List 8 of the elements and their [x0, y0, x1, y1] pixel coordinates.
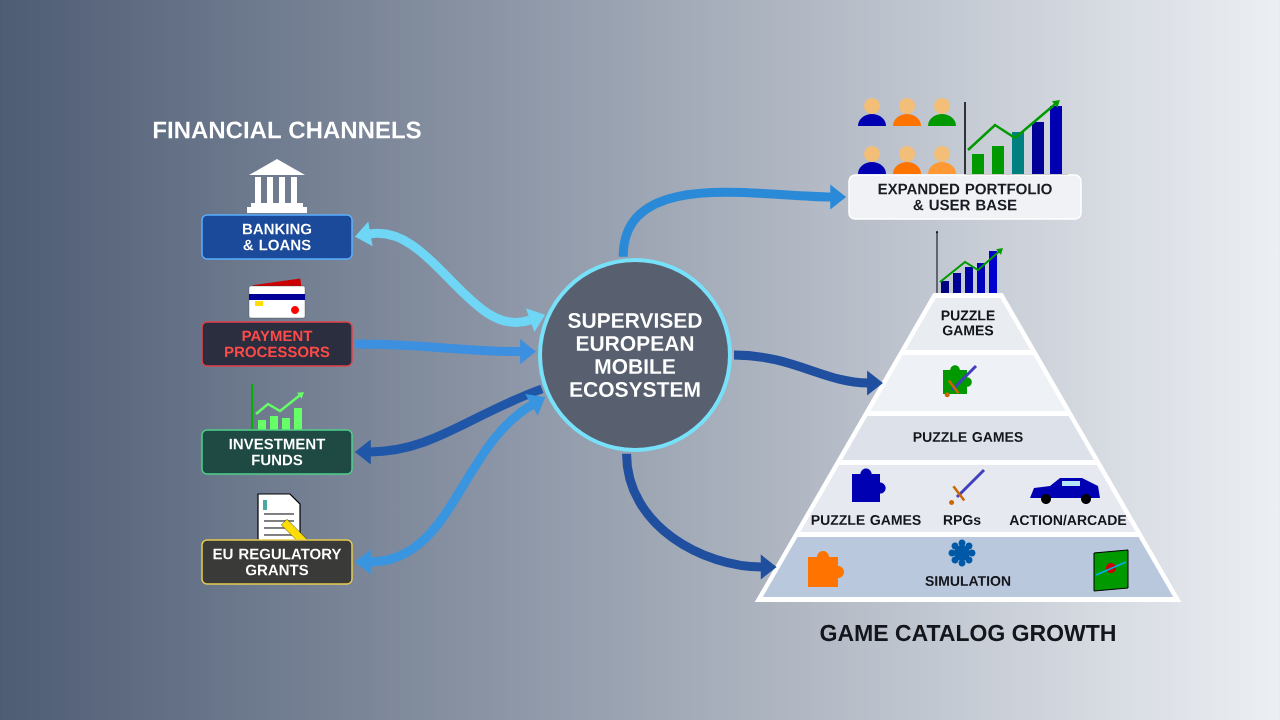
section-heading: FINANCIAL CHANNELS	[153, 121, 421, 139]
channel-box: BANKING & LOANS	[201, 214, 353, 260]
pyramid-tier: PUZZLE GAMES	[902, 296, 1034, 352]
result-box: EXPANDED PORTFOLIO & USER BASE	[848, 174, 1082, 220]
channel-box: PAYMENT PROCESSORS	[201, 321, 353, 367]
node-label: GAME CATALOG GROWTH	[820, 624, 1115, 642]
channel-box: EU REGULATORY GRANTS	[201, 539, 353, 585]
channel-box: INVESTMENT FUNDS	[201, 429, 353, 475]
